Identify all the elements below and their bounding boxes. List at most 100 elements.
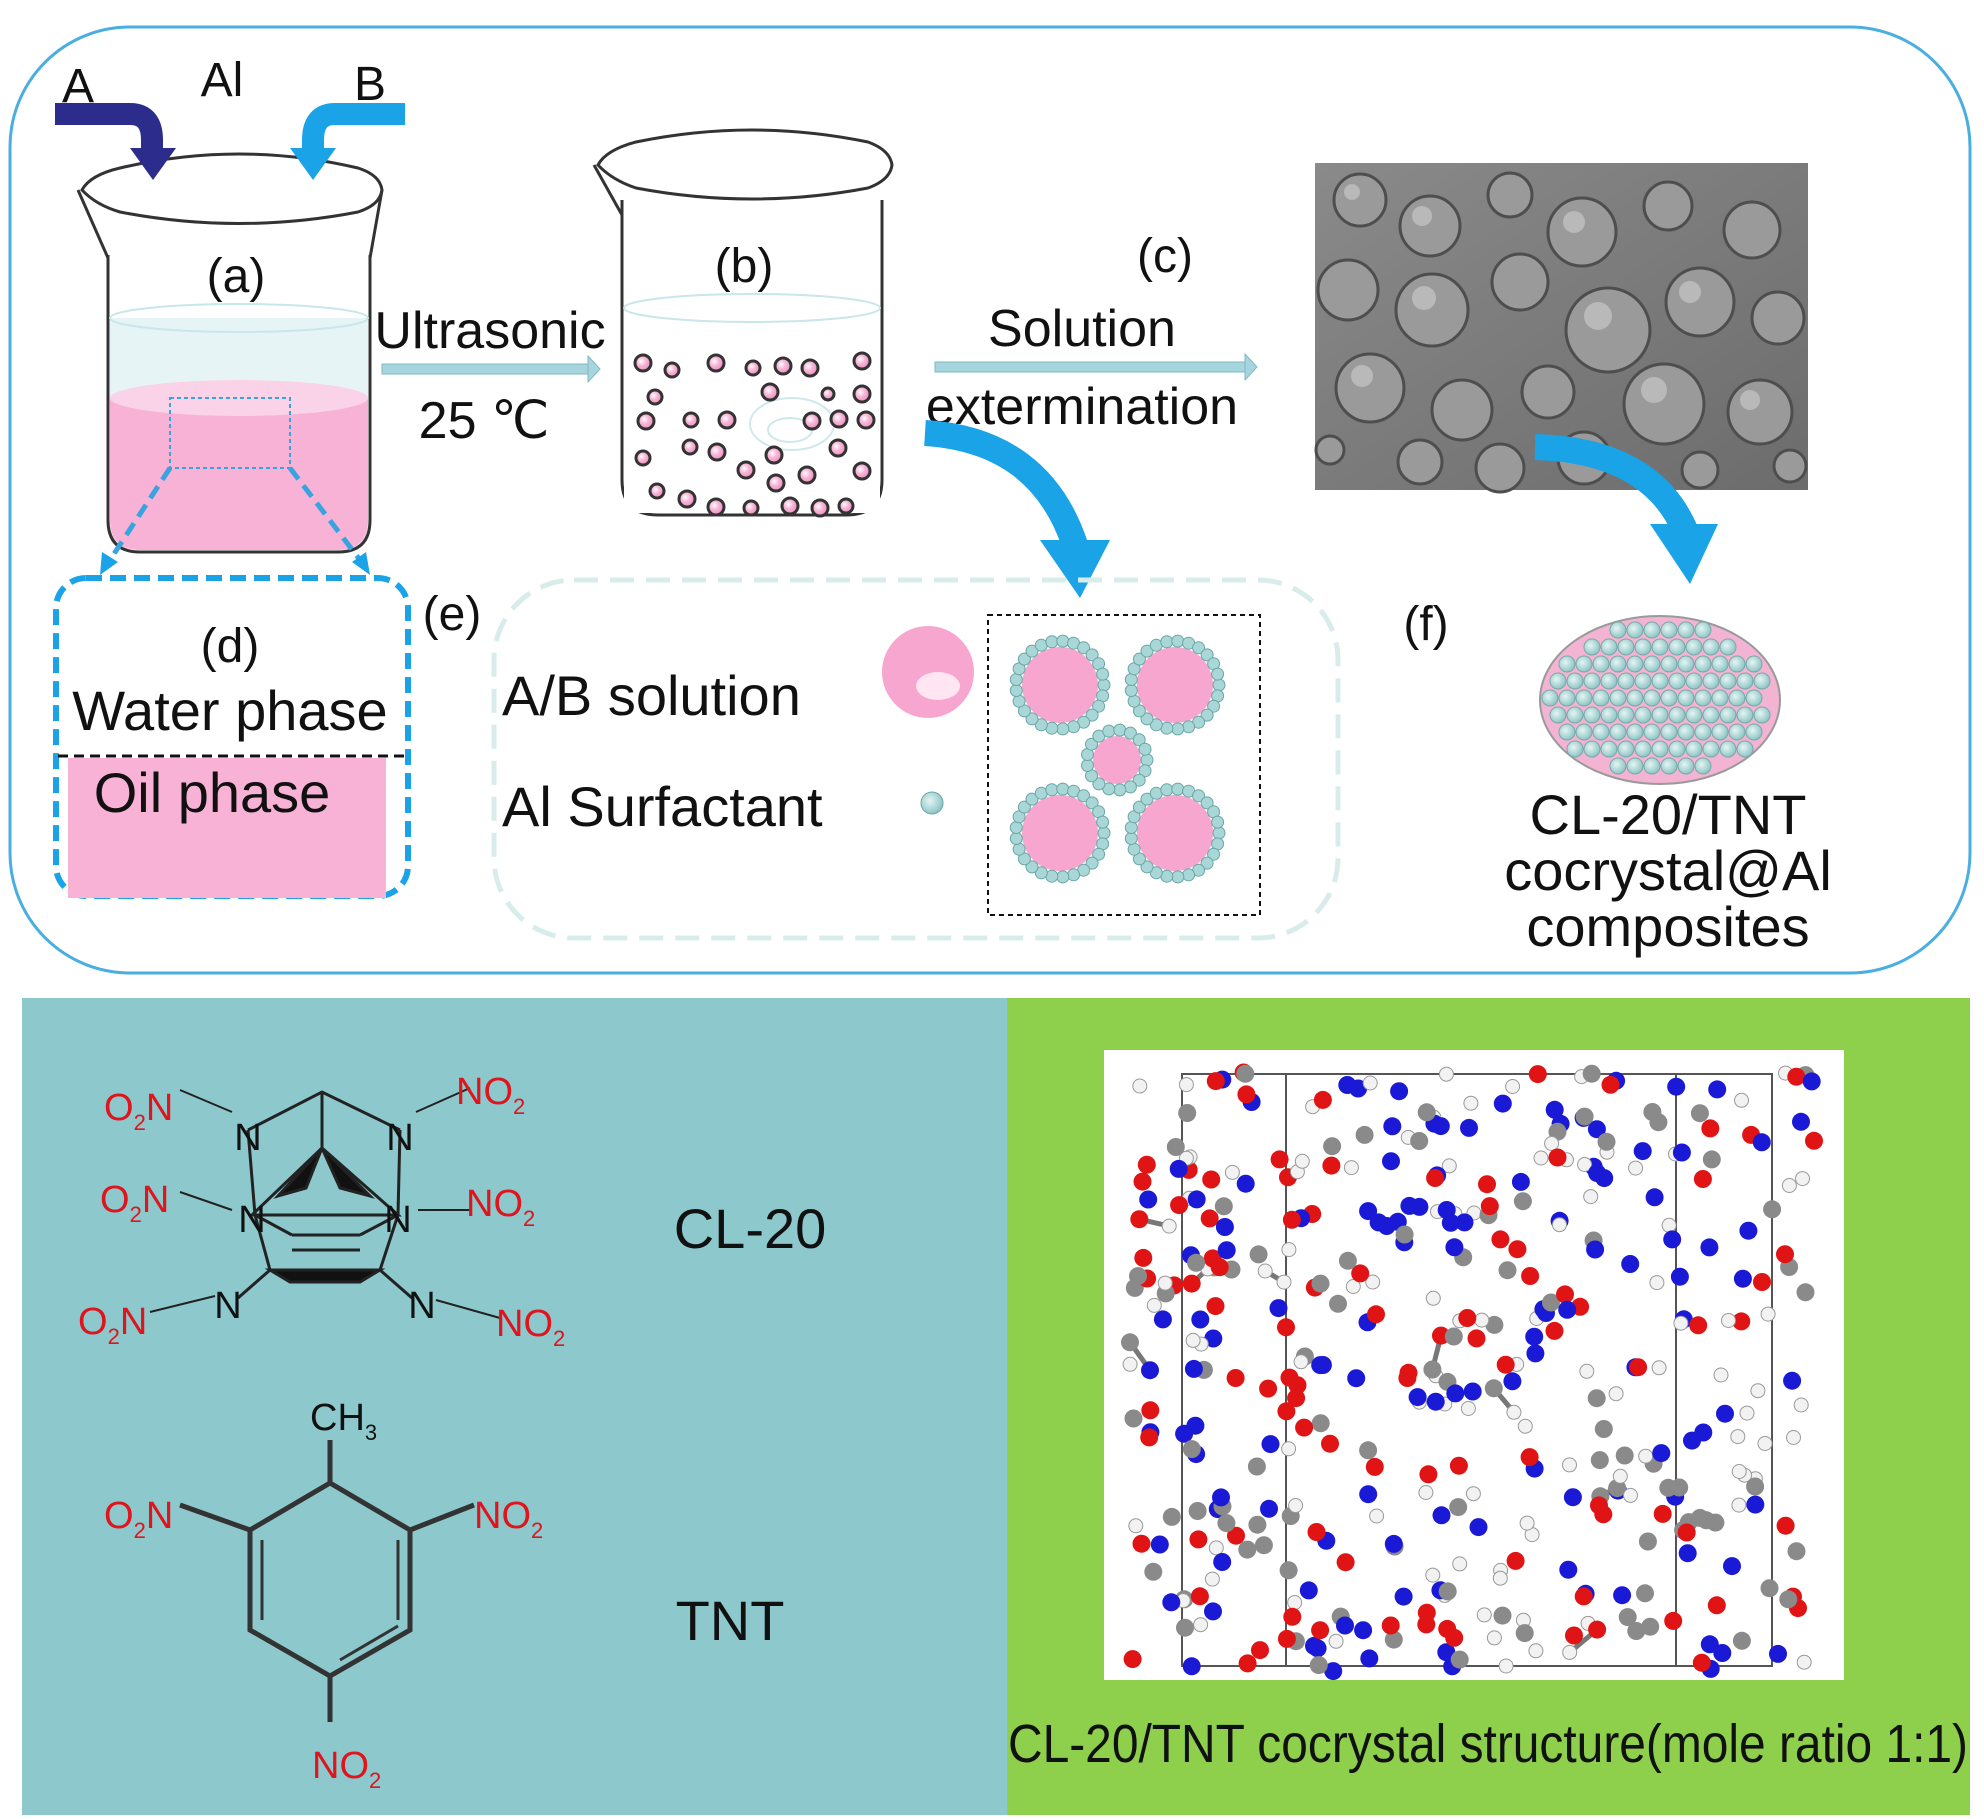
cl20-nitro-1: O2N (104, 1087, 173, 1135)
al-particle (1592, 655, 1610, 673)
al-particle (1192, 789, 1206, 803)
al-particle (1626, 723, 1644, 741)
atom (1467, 1329, 1486, 1348)
atom (1134, 1248, 1153, 1267)
al-particle (1626, 757, 1644, 775)
al-particle (1192, 641, 1206, 655)
atom (1582, 1064, 1601, 1083)
al-particle (1085, 708, 1099, 722)
atom (1132, 1078, 1148, 1094)
atom (1214, 1197, 1233, 1216)
atom (1763, 1200, 1782, 1219)
atom (1618, 1608, 1637, 1627)
atom (1498, 1261, 1517, 1280)
al-particle (1132, 733, 1146, 747)
al-particle (1643, 723, 1661, 741)
al-particle (1634, 740, 1652, 758)
atom (1277, 1318, 1295, 1337)
atom (1432, 1506, 1451, 1525)
cl20-n-3: N (238, 1199, 265, 1241)
arrow-a-icon (55, 103, 176, 180)
al-particle (1012, 842, 1026, 856)
al-particle (1694, 723, 1712, 741)
atom (1437, 1201, 1456, 1219)
al-particle (1719, 740, 1737, 758)
panel-label-f: (f) (1403, 598, 1448, 651)
atom (1311, 1274, 1330, 1293)
atom (1204, 1571, 1220, 1587)
atom (1460, 1401, 1476, 1416)
curved-arrow-f-icon (1534, 434, 1718, 584)
atom (1311, 1356, 1330, 1375)
al-particle (1575, 723, 1593, 741)
al-particle (1067, 868, 1081, 882)
atom (1213, 1553, 1232, 1571)
tnt-structure (179, 1440, 475, 1722)
atom (1170, 1196, 1189, 1215)
atom (1215, 1218, 1234, 1236)
al-particle (1558, 723, 1576, 741)
al-particle (1558, 689, 1576, 707)
atom (1130, 1210, 1149, 1229)
tnt-nitro-2: NO2 (474, 1495, 543, 1543)
al-particle (1583, 672, 1601, 690)
al-particle (1583, 706, 1601, 724)
atom (1558, 1300, 1577, 1319)
atom (1562, 1644, 1578, 1660)
atom (1452, 1556, 1468, 1572)
atom (1491, 1230, 1510, 1249)
atom (1324, 1662, 1343, 1681)
atom (1707, 1596, 1726, 1615)
al-particle (1736, 672, 1754, 690)
legend-panel-e (491, 577, 1341, 941)
atom (1503, 1372, 1522, 1391)
crystal-atoms (1121, 1063, 1823, 1681)
al-particle (1140, 753, 1154, 767)
atom (1122, 1356, 1138, 1372)
atom (1583, 1189, 1599, 1205)
atom (1169, 1159, 1188, 1178)
atom (1458, 1309, 1477, 1327)
molecule-panel: N N N N N N O2N O2N O2N NO2 NO2 NO2 CL-2… (22, 998, 1007, 1815)
atom (1521, 1267, 1540, 1285)
atom (1399, 1363, 1418, 1382)
atom (1463, 1382, 1482, 1401)
al-particle (1140, 860, 1154, 874)
crystal-panel: CL-20/TNT cocrystal structure(mole ratio… (1007, 998, 1970, 1815)
al-particle (1207, 847, 1221, 861)
al-particle (1558, 655, 1576, 673)
atom (1450, 1650, 1469, 1669)
atom (1162, 1507, 1181, 1526)
al-particle (1685, 740, 1703, 758)
cl20-nitro-2: O2N (100, 1179, 169, 1227)
al-particle (1077, 641, 1091, 655)
atom (1750, 1383, 1766, 1399)
atom (1236, 1064, 1255, 1083)
al-particle (1009, 832, 1023, 845)
al-particle (1566, 740, 1584, 758)
al-particle (1171, 870, 1185, 884)
atom (1365, 1457, 1384, 1476)
tnt-nitro-1: O2N (104, 1495, 173, 1543)
al-particle (1626, 655, 1644, 673)
atom (1520, 1448, 1539, 1467)
al-particle (1171, 634, 1185, 648)
atom (1426, 1169, 1445, 1187)
atom (1226, 1369, 1245, 1387)
atom (1565, 1626, 1583, 1645)
atom (1162, 1593, 1181, 1612)
atom (1746, 1477, 1765, 1496)
atom (1615, 1446, 1634, 1465)
atom (1498, 1658, 1514, 1674)
atom (1444, 1327, 1463, 1346)
atom (1670, 1478, 1689, 1497)
cl20-n-6: N (408, 1285, 435, 1327)
atom (1150, 1535, 1169, 1554)
atom (1426, 1392, 1445, 1411)
atom (1670, 1267, 1689, 1286)
zoom-box (169, 397, 291, 469)
al-particle (1643, 621, 1661, 639)
step2-line2: extermination (926, 378, 1238, 436)
al-particle (1677, 757, 1695, 775)
